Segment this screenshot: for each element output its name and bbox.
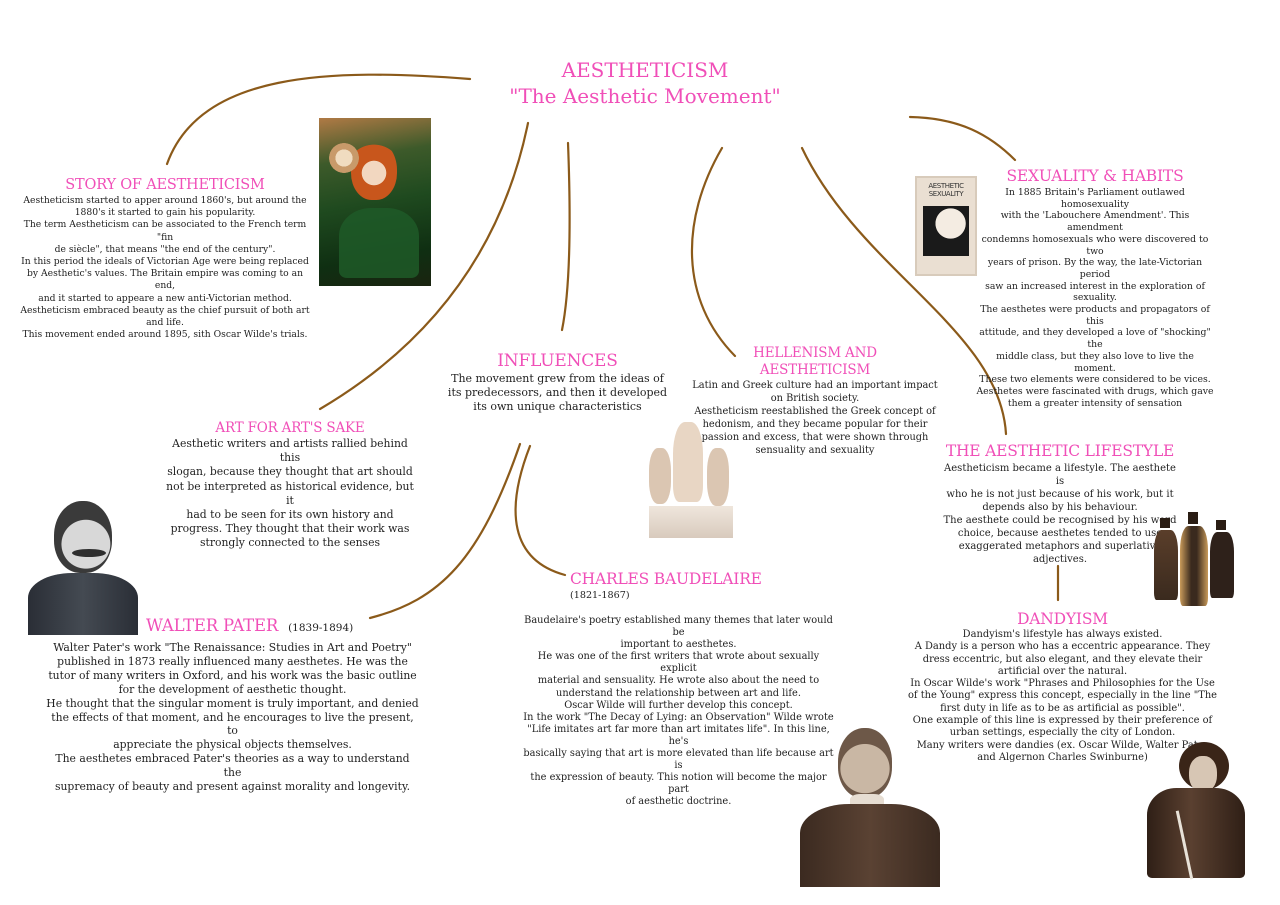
hellenism-section: HELLENISM AND AESTHETICISM Latin and Gre… [690, 345, 940, 457]
pater-body [28, 573, 138, 635]
statue-image [643, 418, 738, 542]
pater-heading-row: WALTER PATER (1839-1894) [146, 616, 376, 635]
pater-head [54, 501, 112, 573]
painting-dress [339, 208, 419, 278]
baudelaire-heading: CHARLES BAUDELAIRE [570, 570, 762, 588]
connector-lifestyle [800, 146, 1008, 436]
baudelaire-portrait-image [800, 722, 940, 887]
pater-text: Walter Pater's work "The Renaissance: St… [46, 641, 419, 794]
dandies-image [1150, 512, 1240, 617]
painting-image [319, 118, 431, 286]
dandyism-text: Dandyism's lifestyle has always existed.… [907, 629, 1218, 763]
statue-figure-left [649, 448, 671, 504]
hellenism-heading: HELLENISM AND AESTHETICISM [753, 345, 877, 378]
book-cover-image: AESTHETIC SEXUALITY [915, 176, 977, 276]
painting-face [351, 140, 397, 200]
pater-dates: (1839-1894) [288, 622, 354, 634]
baudelaire-body [800, 804, 940, 887]
connector-story [165, 73, 472, 166]
baudelaire-head [838, 728, 892, 798]
baudelaire-dates: (1821-1867) [570, 590, 630, 601]
book-illustration [923, 206, 969, 256]
connector-pater [368, 442, 522, 620]
dandyism-section: DANDYISM Dandyism's lifestyle has always… [905, 610, 1220, 764]
subtitle-text: "The Aesthetic Movement" [509, 84, 781, 108]
wilde-body [1147, 788, 1245, 878]
influences-text: The movement grew from the ideas of its … [447, 372, 668, 413]
dandy-hat-2 [1188, 512, 1198, 524]
wilde-face [1189, 756, 1217, 792]
art-for-art-section: ART FOR ART'S SAKE Aesthetic writers and… [165, 420, 415, 551]
dandy-hat-1 [1160, 518, 1170, 528]
story-heading: STORY OF AESTHETICISM [65, 177, 265, 193]
influences-section: INFLUENCES The movement grew from the id… [445, 350, 670, 414]
statue-figure-right [707, 448, 729, 506]
sexuality-text: In 1885 Britain's Parliament outlawed ho… [976, 187, 1214, 409]
connector-baudelaire [514, 444, 567, 577]
book-title-line1: AESTHETIC [928, 182, 964, 190]
dandy-hat-3 [1216, 520, 1226, 530]
dandy-body-1 [1154, 530, 1178, 600]
connector-hellenism [690, 146, 737, 358]
dandy-body-2 [1180, 526, 1208, 606]
pater-portrait-image [28, 495, 138, 635]
connector-art [318, 121, 530, 411]
hellenism-text: Latin and Greek culture had an important… [692, 380, 938, 456]
dandy-body-3 [1210, 532, 1234, 598]
connector-influences [560, 141, 571, 332]
story-section: STORY OF AESTHETICISM Aestheticism start… [20, 175, 310, 341]
art-for-art-text: Aesthetic writers and artists rallied be… [166, 437, 414, 550]
wilde-portrait-image [1143, 740, 1248, 880]
statue-figure-center [673, 422, 703, 502]
book-title-line2: SEXUALITY [928, 190, 964, 198]
main-title: AESTHETICISM "The Aesthetic Movement" [500, 58, 790, 110]
influences-heading: INFLUENCES [497, 351, 618, 371]
dandyism-heading: DANDYISM [1017, 610, 1108, 628]
title-text: AESTHETICISM [561, 58, 729, 82]
art-for-art-heading: ART FOR ART'S SAKE [215, 420, 365, 436]
statue-base [649, 506, 733, 538]
pater-heading: WALTER PATER [146, 616, 279, 635]
painting-flowers [329, 143, 359, 173]
sexuality-section: SEXUALITY & HABITS In 1885 Britain's Par… [975, 165, 1215, 409]
sexuality-heading: SEXUALITY & HABITS [1006, 167, 1184, 185]
lifestyle-text: Aestheticism became a lifestyle. The aes… [943, 463, 1177, 565]
pater-mustache [72, 549, 106, 557]
lifestyle-section: THE AESTHETIC LIFESTYLE Aestheticism bec… [940, 440, 1180, 566]
connector-sexuality [908, 115, 1017, 162]
story-text: Aestheticism started to apper around 186… [20, 195, 310, 341]
baudelaire-text: Baudelaire's poetry established many the… [523, 615, 834, 808]
lifestyle-heading: THE AESTHETIC LIFESTYLE [945, 442, 1175, 460]
baudelaire-heading-block: CHARLES BAUDELAIRE (1821-1867) [570, 570, 800, 602]
